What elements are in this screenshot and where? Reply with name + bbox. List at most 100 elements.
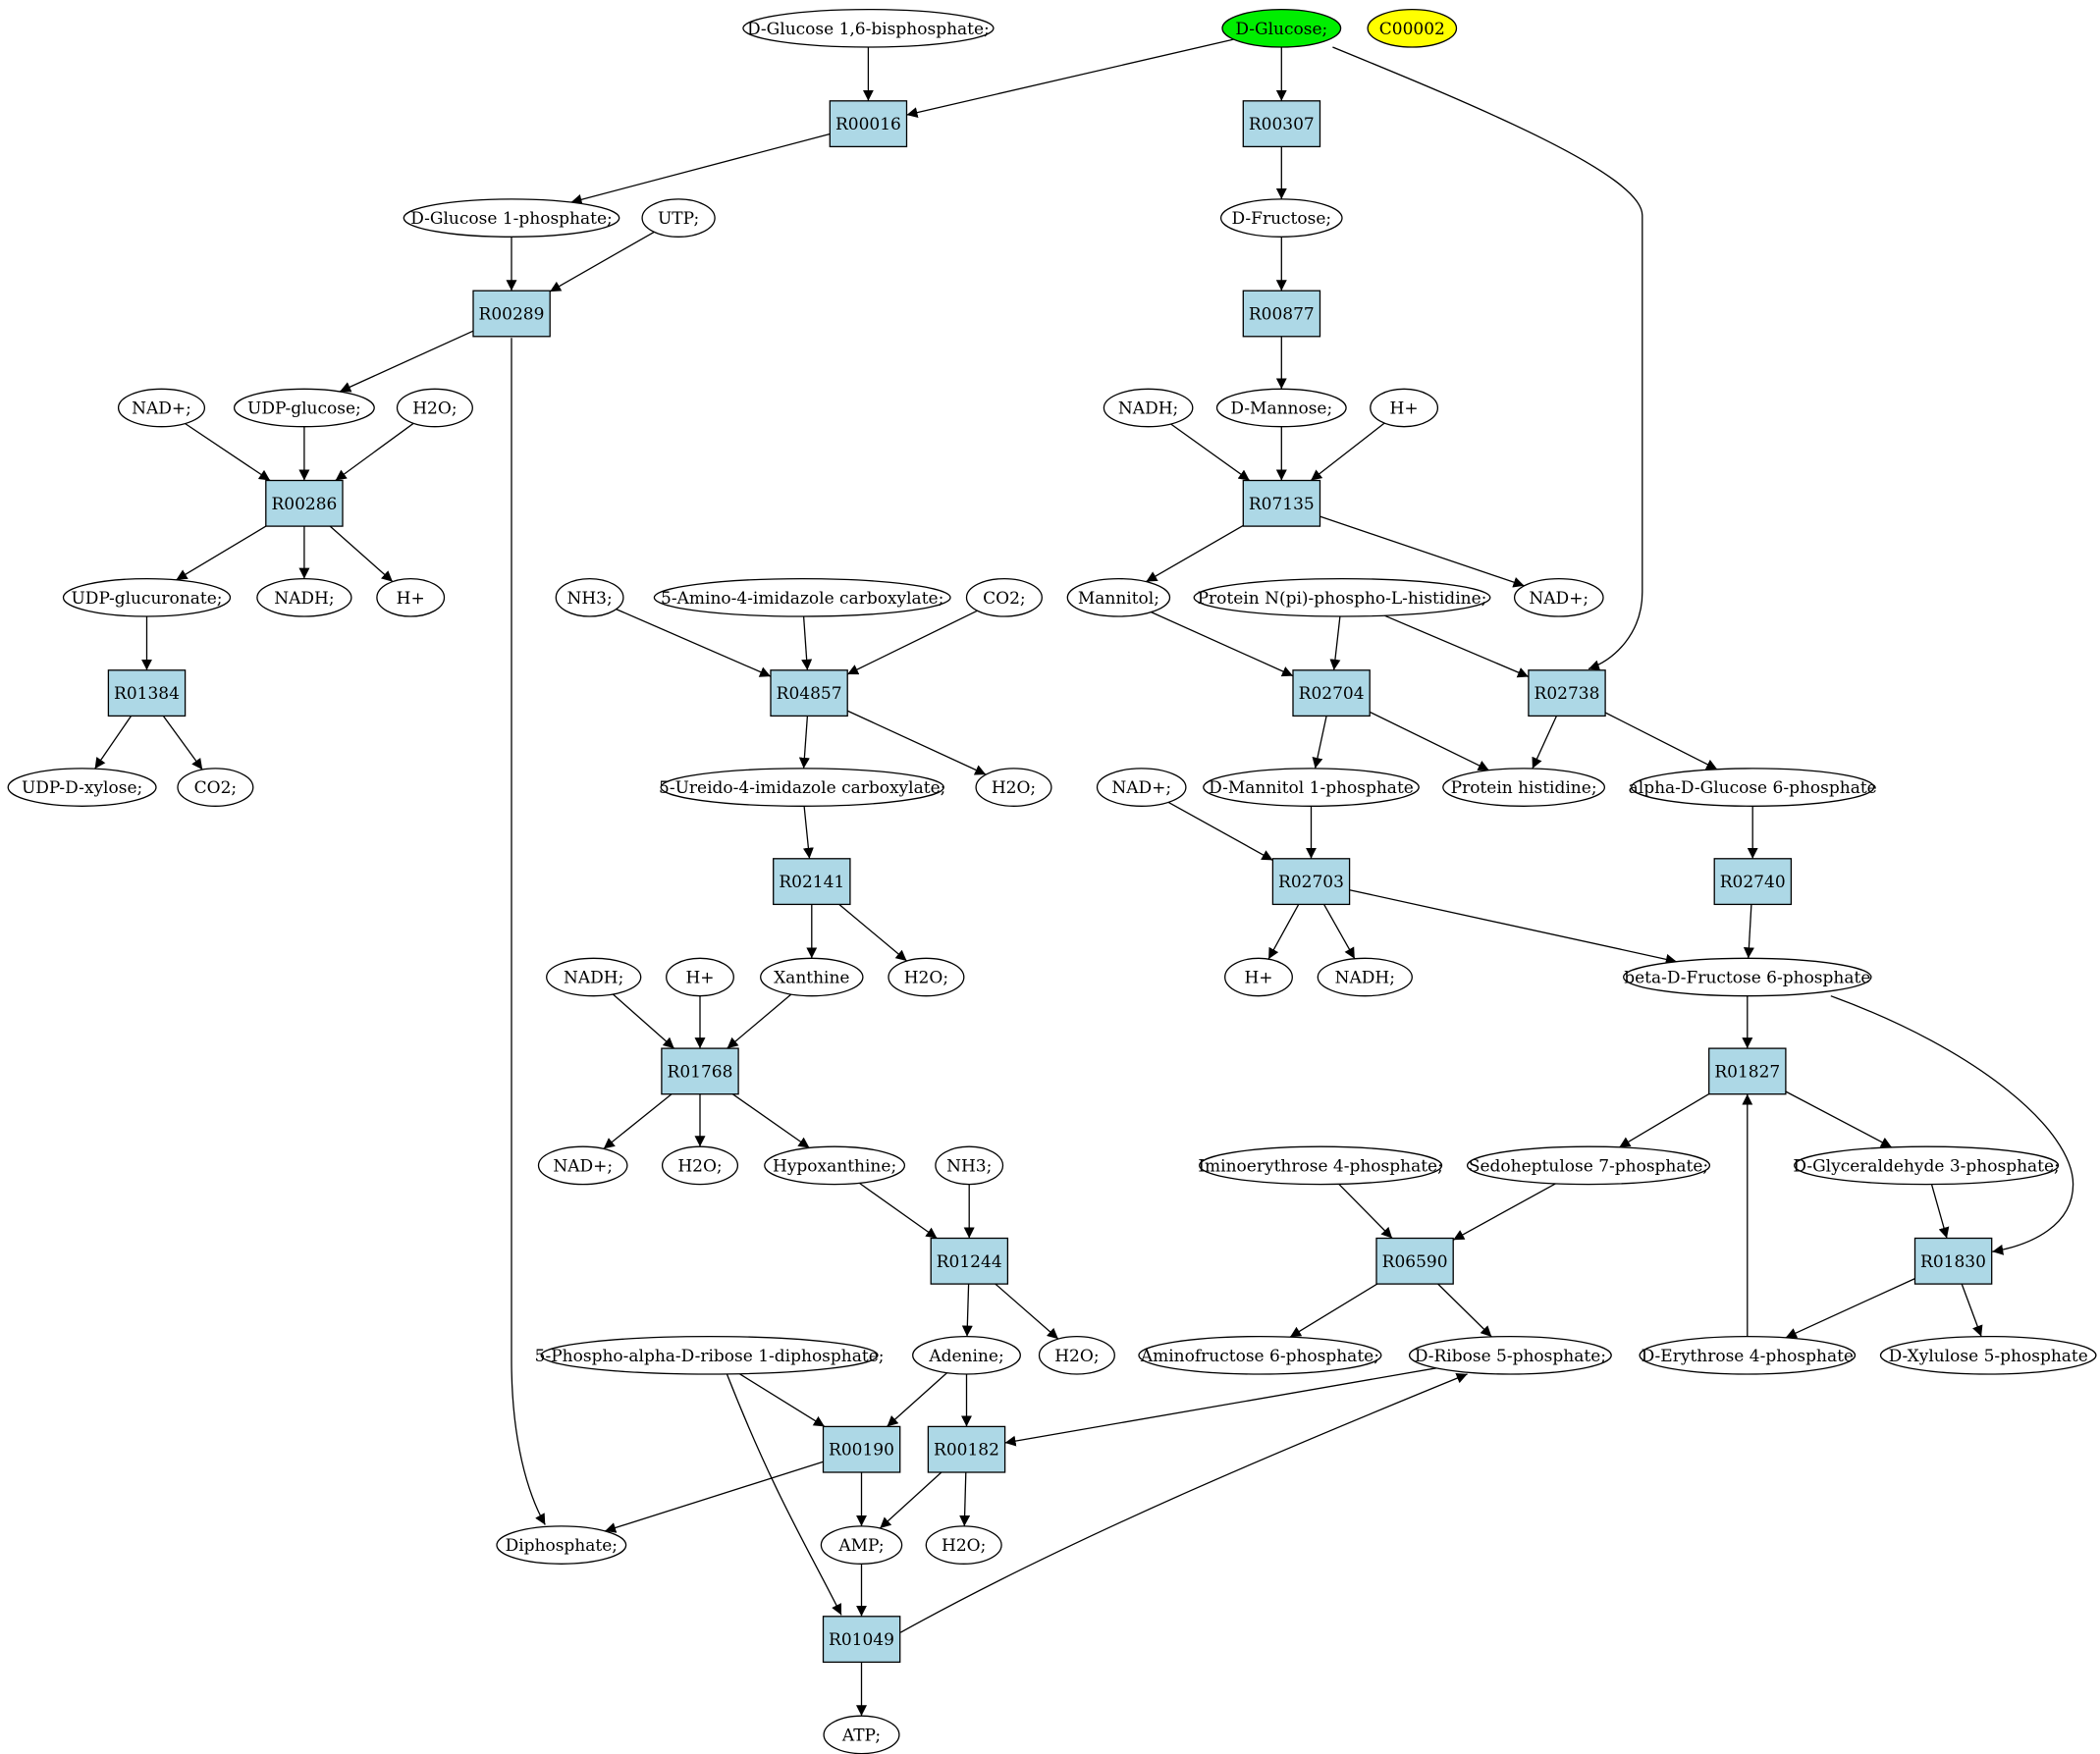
compound-node-c_ag6p[interactable]: alpha-D-Glucose 6-phosphate bbox=[1629, 768, 1877, 807]
reaction-node-r_R02141[interactable]: R02141 bbox=[773, 858, 851, 906]
compound-node-c_prpp[interactable]: 5-Phospho-alpha-D-ribose 1-diphosphate; bbox=[535, 1335, 885, 1375]
compound-node-c_uica[interactable]: 5-Ureido-4-imidazole carboxylate; bbox=[659, 768, 945, 807]
edge-c_nadp3-to-r_R02703 bbox=[1167, 801, 1273, 861]
reaction-node-r_R01768[interactable]: R01768 bbox=[661, 1047, 739, 1095]
compound-node-c_h2o6[interactable]: H2O; bbox=[925, 1525, 1002, 1565]
node-label: R00289 bbox=[479, 305, 545, 325]
node-label: NADH; bbox=[1118, 399, 1178, 419]
compound-node-c_s7p[interactable]: Sedoheptulose 7-phosphate; bbox=[1466, 1145, 1711, 1186]
node-label: H+ bbox=[1390, 399, 1419, 419]
compound-node-c_ie4p[interactable]: Iminoerythrose 4-phosphate; bbox=[1198, 1145, 1443, 1186]
compound-ellipse bbox=[666, 957, 734, 997]
compound-node-c_adenine[interactable]: Adenine; bbox=[912, 1335, 1021, 1375]
reaction-node-r_R00182[interactable]: R00182 bbox=[927, 1425, 1006, 1473]
compound-node-c_nadp2[interactable]: NAD+; bbox=[1513, 577, 1604, 617]
edge-r_R01768-to-c_nadp4 bbox=[603, 1093, 673, 1149]
compound-node-c_h2o1[interactable]: H2O; bbox=[396, 388, 473, 428]
reaction-node-r_R00286[interactable]: R00286 bbox=[265, 479, 344, 527]
reaction-node-r_R06590[interactable]: R06590 bbox=[1375, 1237, 1454, 1285]
edge-c_nadp1-to-r_R00286 bbox=[185, 422, 271, 482]
compound-node-c_protnph[interactable]: Protein N(pi)-phospho-L-histidine; bbox=[1193, 577, 1491, 617]
compound-node-c_diphos[interactable]: Diphosphate; bbox=[496, 1525, 627, 1565]
compound-node-c_mannose[interactable]: D-Mannose; bbox=[1215, 388, 1347, 428]
compound-node-c_c00002[interactable]: C00002 bbox=[1367, 8, 1458, 48]
node-label: H2O; bbox=[1054, 1347, 1099, 1366]
reaction-node-r_R00289[interactable]: R00289 bbox=[472, 290, 551, 338]
node-label: R01049 bbox=[829, 1630, 894, 1650]
compound-node-c_r5p[interactable]: D-Ribose 5-phosphate; bbox=[1408, 1335, 1612, 1375]
compound-node-c_nadp3[interactable]: NAD+; bbox=[1096, 768, 1187, 807]
compound-node-c_xu5p[interactable]: D-Xylulose 5-phosphate bbox=[1879, 1335, 2097, 1375]
compound-node-c_nh3a[interactable]: NH3; bbox=[555, 577, 624, 617]
compound-node-c_amp[interactable]: AMP; bbox=[820, 1525, 903, 1565]
reaction-node-r_R02704[interactable]: R02704 bbox=[1292, 669, 1371, 718]
compound-ellipse bbox=[1623, 957, 1872, 997]
edge-c_utp-to-r_R00289 bbox=[549, 231, 655, 292]
compound-node-c_nadp1[interactable]: NAD+; bbox=[117, 388, 206, 428]
compound-node-c_mannitol[interactable]: Mannitol; bbox=[1066, 577, 1171, 617]
edge-r_R01827-to-c_s7p bbox=[1618, 1093, 1710, 1148]
compound-node-c_atp[interactable]: ATP; bbox=[823, 1715, 900, 1754]
compound-node-c_h2o4[interactable]: H2O; bbox=[661, 1145, 739, 1186]
compound-node-c_hp4[interactable]: H+ bbox=[1224, 957, 1293, 997]
compound-node-c_bf6p[interactable]: beta-D-Fructose 6-phosphate bbox=[1623, 957, 1872, 997]
compound-node-c_glucose[interactable]: D-Glucose; bbox=[1221, 8, 1342, 48]
compound-node-c_xanthine[interactable]: Xanthine bbox=[760, 957, 864, 997]
compound-node-c_hp3[interactable]: H+ bbox=[666, 957, 734, 997]
compound-node-c_hypox[interactable]: Hypoxanthine; bbox=[764, 1145, 906, 1186]
compound-node-c_utp[interactable]: UTP; bbox=[641, 198, 716, 238]
compound-node-c_h2o3[interactable]: H2O; bbox=[888, 957, 965, 997]
compound-node-c_nadh1[interactable]: NADH; bbox=[1103, 388, 1194, 428]
compound-node-c_udpglcur[interactable]: UDP-glucuronate; bbox=[62, 577, 232, 617]
reaction-node-r_R01827[interactable]: R01827 bbox=[1708, 1047, 1787, 1095]
compound-node-c_nadp4[interactable]: NAD+; bbox=[537, 1145, 628, 1186]
compound-node-c_glc16bp[interactable]: D-Glucose 1,6-bisphosphate; bbox=[742, 8, 995, 48]
node-label: R06590 bbox=[1382, 1252, 1448, 1272]
reaction-node-r_R07135[interactable]: R07135 bbox=[1242, 479, 1321, 527]
compound-node-c_co2a[interactable]: CO2; bbox=[965, 577, 1043, 617]
compound-ellipse bbox=[820, 1525, 903, 1565]
reaction-node-r_R00016[interactable]: R00016 bbox=[829, 100, 908, 148]
compound-node-c_nh3b[interactable]: NH3; bbox=[935, 1145, 1004, 1186]
compound-node-c_nadh4[interactable]: NADH; bbox=[1317, 957, 1413, 997]
edge-r_R02703-to-c_hp4 bbox=[1267, 904, 1300, 960]
reaction-node-r_R01244[interactable]: R01244 bbox=[930, 1237, 1009, 1285]
edge-c_protnph-to-r_R02738 bbox=[1384, 614, 1530, 678]
compound-node-c_g3p[interactable]: D-Glyceraldehyde 3-phosphate; bbox=[1793, 1145, 2060, 1186]
compound-node-c_aica[interactable]: 5-Amino-4-imidazole carboxylate; bbox=[653, 577, 951, 617]
compound-node-c_udpglc[interactable]: UDP-glucose; bbox=[233, 388, 375, 428]
edge-r_R00289-to-c_diphos bbox=[511, 338, 546, 1525]
reaction-node-r_R02703[interactable]: R02703 bbox=[1271, 858, 1351, 906]
compound-node-c_hp2[interactable]: H+ bbox=[376, 577, 446, 617]
compound-node-c_prothis[interactable]: Protein histidine; bbox=[1442, 768, 1606, 807]
edge-c_nadh3-to-r_R01768 bbox=[612, 993, 675, 1049]
compound-ellipse bbox=[965, 577, 1043, 617]
compound-node-c_udpxyl[interactable]: UDP-D-xylose; bbox=[7, 768, 157, 807]
compound-node-c_nadh3[interactable]: NADH; bbox=[546, 957, 642, 997]
compound-node-c_co2b[interactable]: CO2; bbox=[177, 768, 254, 807]
compound-node-c_e4p[interactable]: D-Erythrose 4-phosphate bbox=[1639, 1335, 1857, 1375]
reaction-node-r_R01830[interactable]: R01830 bbox=[1913, 1237, 1993, 1285]
reaction-node-r_R02740[interactable]: R02740 bbox=[1713, 858, 1793, 906]
reaction-node-r_R00190[interactable]: R00190 bbox=[822, 1425, 901, 1473]
edge-r_R07135-to-c_mannitol bbox=[1146, 524, 1244, 583]
compound-node-c_hp1[interactable]: H+ bbox=[1370, 388, 1439, 428]
compound-node-c_af6p[interactable]: Aminofructose 6-phosphate; bbox=[1138, 1335, 1382, 1375]
compound-node-c_mtl1p[interactable]: D-Mannitol 1-phosphate bbox=[1203, 768, 1420, 807]
compound-node-c_glc1p[interactable]: D-Glucose 1-phosphate; bbox=[403, 198, 620, 238]
reaction-node-r_R00307[interactable]: R00307 bbox=[1242, 100, 1321, 148]
compound-node-c_fructose[interactable]: D-Fructose; bbox=[1219, 198, 1343, 238]
reaction-node-r_R04857[interactable]: R04857 bbox=[770, 669, 848, 718]
reaction-node-r_R02738[interactable]: R02738 bbox=[1528, 669, 1606, 718]
edge-r_R00286-to-c_udpglcur bbox=[176, 525, 267, 581]
compound-node-c_h2o2[interactable]: H2O; bbox=[975, 768, 1052, 807]
reaction-node-r_R01384[interactable]: R01384 bbox=[107, 669, 187, 718]
compound-node-c_h2o5[interactable]: H2O; bbox=[1038, 1335, 1115, 1375]
node-label: R00286 bbox=[271, 495, 337, 514]
node-label: H2O; bbox=[942, 1536, 986, 1556]
reaction-node-r_R00877[interactable]: R00877 bbox=[1242, 290, 1321, 338]
node-label: 5-Phospho-alpha-D-ribose 1-diphosphate; bbox=[535, 1347, 885, 1366]
reaction-box bbox=[1292, 669, 1371, 718]
reaction-node-r_R01049[interactable]: R01049 bbox=[822, 1616, 901, 1664]
compound-node-c_nadh2[interactable]: NADH; bbox=[256, 577, 352, 617]
